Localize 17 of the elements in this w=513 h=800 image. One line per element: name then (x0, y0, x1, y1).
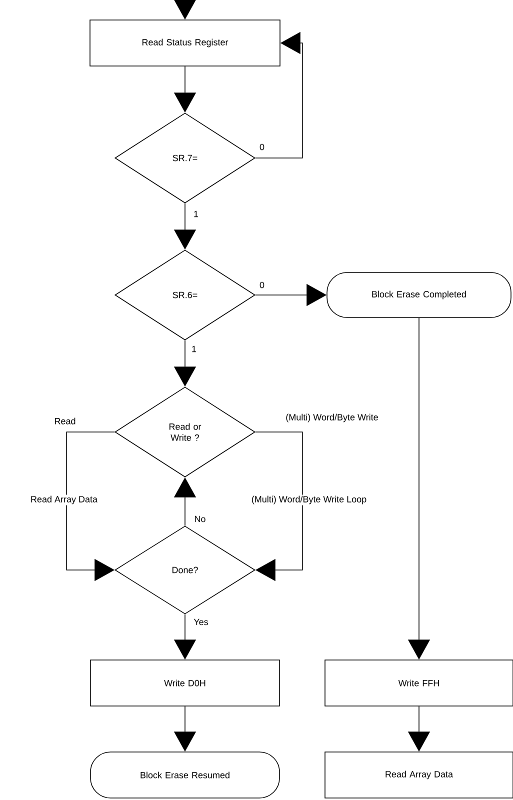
edge-label: 0 (258, 142, 266, 152)
edge-label: 0 (258, 280, 266, 290)
edge-label: No (193, 514, 207, 524)
process-box: Read Status Register (90, 20, 280, 66)
arrow (255, 432, 303, 582)
process-box: Write FFH (324, 660, 513, 706)
edge-label: 1 (192, 210, 200, 218)
edge-label: Read (53, 416, 77, 426)
process-box: Read Array Data (324, 752, 513, 798)
edge-label: Yes (192, 618, 210, 626)
process-box: Write D0H (90, 660, 280, 706)
terminal-box: Block Erase Resumed (90, 752, 280, 798)
edge-label: 1 (190, 344, 198, 354)
terminal-box: Block Erase Completed (326, 272, 512, 318)
branch-label: Read Array Data (29, 494, 99, 506)
edge-label: (Multi) Word/Byte Write (284, 412, 380, 424)
branch-label: (Multi) Word/Byte Write Loop (250, 494, 368, 506)
